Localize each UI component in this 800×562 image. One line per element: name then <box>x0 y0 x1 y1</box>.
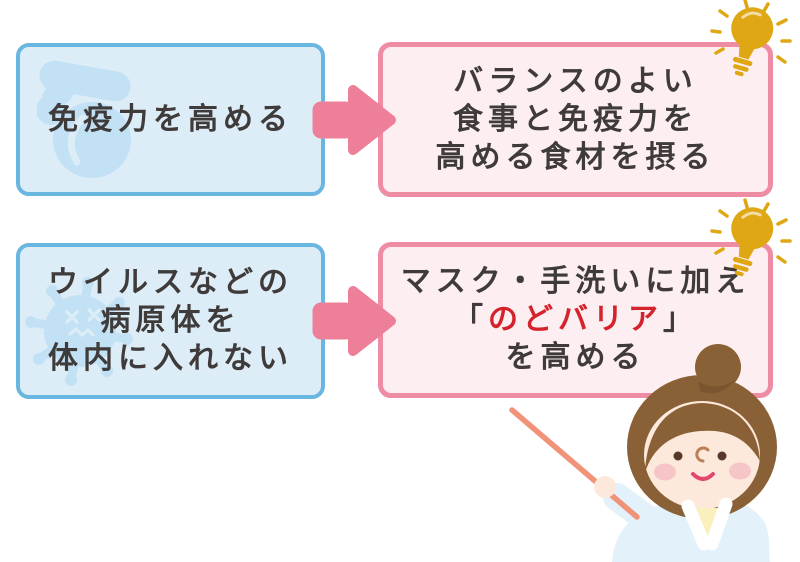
cause-box-boost-immunity: 免疫力を高める <box>16 43 325 196</box>
eye-right <box>717 451 727 461</box>
cause-row2-line1: ウイルスなどの <box>48 266 293 299</box>
keyword-nodo-barrier: のどバリア <box>488 303 663 336</box>
effect-box-balanced-diet-text: バランスのよい 食事と免疫力を 高める食材を摂る <box>383 47 768 192</box>
lightbulb-icon <box>710 0 792 77</box>
blush-left <box>654 463 676 481</box>
eye-left <box>673 451 683 461</box>
lightbulb-icon <box>710 198 792 277</box>
effect-row1-line1: バランスのよい <box>453 64 698 98</box>
bun-shadow <box>698 379 736 394</box>
arrow-right-icon <box>312 85 396 155</box>
muscle-arm-icon <box>37 60 131 178</box>
effect-box-balanced-diet: バランスのよい 食事と免疫力を 高める食材を摂る <box>378 42 773 197</box>
bracket-close: 」 <box>663 303 698 336</box>
effect-row2-line1: マスク・手洗いに加え <box>400 265 751 298</box>
bracket-open: 「 <box>453 303 488 336</box>
cause-box-block-pathogens: ウイルスなどの 病原体を 体内に入れない <box>16 243 325 399</box>
virus-icon <box>25 277 133 386</box>
cause-text-row1: 免疫力を高める <box>48 102 293 136</box>
hand <box>594 476 616 498</box>
lapel-left <box>681 499 711 551</box>
arrow-right-icon <box>312 286 396 356</box>
blush-right <box>729 462 751 480</box>
shirt-yellow <box>694 508 720 547</box>
cause-row2-line3: 体内に入れない <box>48 342 293 375</box>
lapel-right <box>705 497 733 551</box>
nose <box>695 446 710 463</box>
mouth <box>691 472 715 481</box>
effect-row1-line3: 高める食材を摂る <box>435 140 716 174</box>
sleeve <box>603 483 677 545</box>
effect-row2-line3: を高める <box>505 341 646 374</box>
effect-row2-line2: 「のどバリア」 <box>453 301 698 339</box>
cause-box-boost-immunity-text: 免疫力を高める <box>20 47 321 192</box>
effect-row1-line2: 食事と免疫力を <box>453 102 698 136</box>
effect-box-throat-barrier-text: マスク・手洗いに加え 「のどバリア」 を高める <box>383 247 768 393</box>
pointer-stick <box>509 407 640 520</box>
bangs <box>645 403 760 473</box>
cause-row2-line2: 病原体を <box>100 304 241 337</box>
presenter-character <box>509 344 777 562</box>
cause-box-block-pathogens-text: ウイルスなどの 病原体を 体内に入れない <box>20 247 321 395</box>
